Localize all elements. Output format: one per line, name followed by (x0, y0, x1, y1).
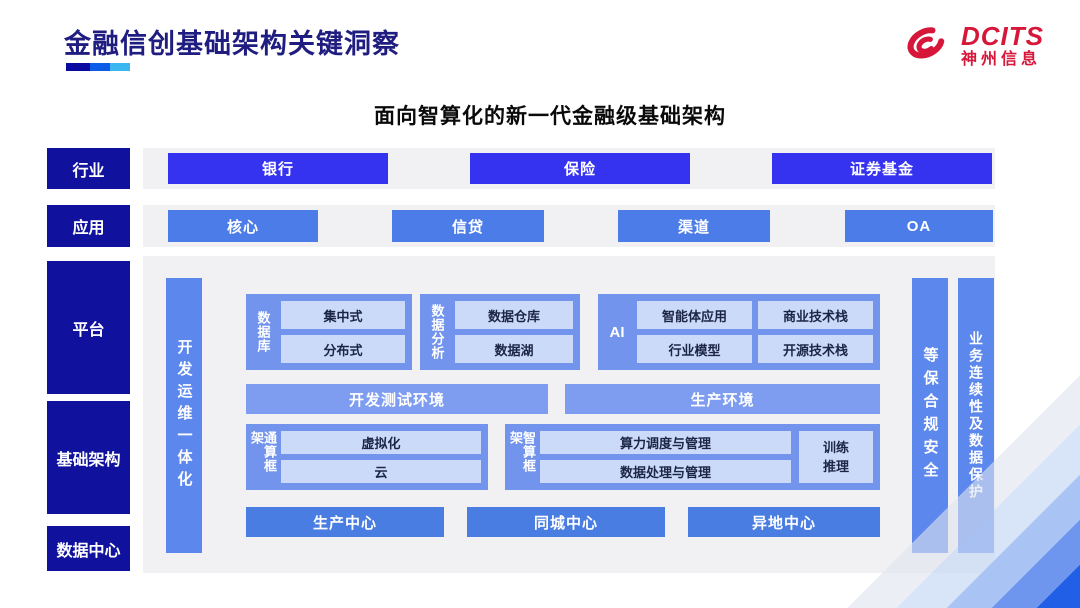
ai-group: AI 智能体应用 商业技术栈 行业模型 开源技术栈 (598, 294, 880, 370)
underline-segment-dark (66, 63, 90, 71)
intelligent-compute-framework-group: 智算框架 算力调度与管理 数据处理与管理 训练推理 (505, 424, 880, 490)
application-item-core: 核心 (168, 210, 318, 242)
dev-test-environment: 开发测试环境 (246, 384, 548, 414)
devops-vertical-bar: 开发运维一体化 (166, 278, 202, 553)
security-vertical-bar: 等保合规安全 (912, 278, 948, 553)
diagram-title: 面向智算化的新一代金融级基础架构 (374, 105, 726, 128)
sidebar-label-datacenter: 数据中心 (47, 526, 130, 571)
application-item-oa: OA (845, 210, 993, 242)
title-underline (66, 63, 130, 71)
analytics-group: 数据分析 数据仓库 数据湖 (420, 294, 580, 370)
ai-item-open-source-stack: 开源技术栈 (758, 335, 873, 363)
framework-item-virtualization: 虚拟化 (281, 431, 481, 454)
analytics-group-label: 数据分析 (429, 304, 445, 360)
industry-item-bank: 银行 (168, 153, 388, 184)
ai-group-items: 智能体应用 商业技术栈 行业模型 开源技术栈 (637, 301, 873, 363)
remote-center: 异地中心 (688, 507, 880, 537)
industry-item-securities: 证券基金 (772, 153, 992, 184)
database-group-label: 数据库 (255, 311, 271, 353)
framework-item-data-processing: 数据处理与管理 (540, 460, 791, 483)
database-item-centralized: 集中式 (281, 301, 405, 329)
ai-group-label: AI (609, 323, 625, 341)
same-city-center: 同城中心 (467, 507, 665, 537)
underline-segment-cyan (110, 63, 130, 71)
ai-item-industry-model: 行业模型 (637, 335, 752, 363)
ai-item-agent-app: 智能体应用 (637, 301, 752, 329)
general-compute-framework-group: 通算框架 虚拟化 云 (246, 424, 488, 490)
company-logo: DCITS 神州信息 (901, 20, 1044, 72)
general-framework-items: 虚拟化 云 (281, 431, 481, 483)
sidebar-label-industry: 行业 (47, 148, 130, 189)
continuity-vertical-bar: 业务连续性及数据保护 (958, 278, 994, 553)
database-item-distributed: 分布式 (281, 335, 405, 363)
page-title: 金融信创基础架构关键洞察 (64, 29, 400, 59)
production-center: 生产中心 (246, 507, 444, 537)
dcits-swirl-icon (907, 27, 945, 59)
database-group-items: 集中式 分布式 (281, 301, 405, 363)
general-framework-label: 通算框架 (249, 431, 277, 473)
application-item-credit: 信贷 (392, 210, 544, 242)
production-environment: 生产环境 (565, 384, 880, 414)
analytics-item-lake: 数据湖 (455, 335, 573, 363)
framework-item-training-inference: 训练推理 (799, 431, 873, 483)
intelligent-framework-items: 算力调度与管理 数据处理与管理 (540, 431, 791, 483)
ai-item-commercial-stack: 商业技术栈 (758, 301, 873, 329)
sidebar-label-infrastructure: 基础架构 (47, 401, 130, 514)
industry-item-insurance: 保险 (470, 153, 690, 184)
intelligent-framework-label: 智算框架 (508, 431, 536, 473)
logo-company-name: 神州信息 (961, 51, 1042, 69)
underline-segment-blue (90, 63, 110, 71)
framework-item-compute-scheduling: 算力调度与管理 (540, 431, 791, 454)
logo-text: DCITS 神州信息 (961, 20, 1044, 69)
database-group: 数据库 集中式 分布式 (246, 294, 412, 370)
application-item-channel: 渠道 (618, 210, 770, 242)
sidebar-label-application: 应用 (47, 205, 130, 247)
analytics-item-warehouse: 数据仓库 (455, 301, 573, 329)
framework-item-cloud: 云 (281, 460, 481, 483)
sidebar-label-platform: 平台 (47, 261, 130, 394)
analytics-group-items: 数据仓库 数据湖 (455, 301, 573, 363)
logo-brand: DCITS (961, 20, 1044, 51)
